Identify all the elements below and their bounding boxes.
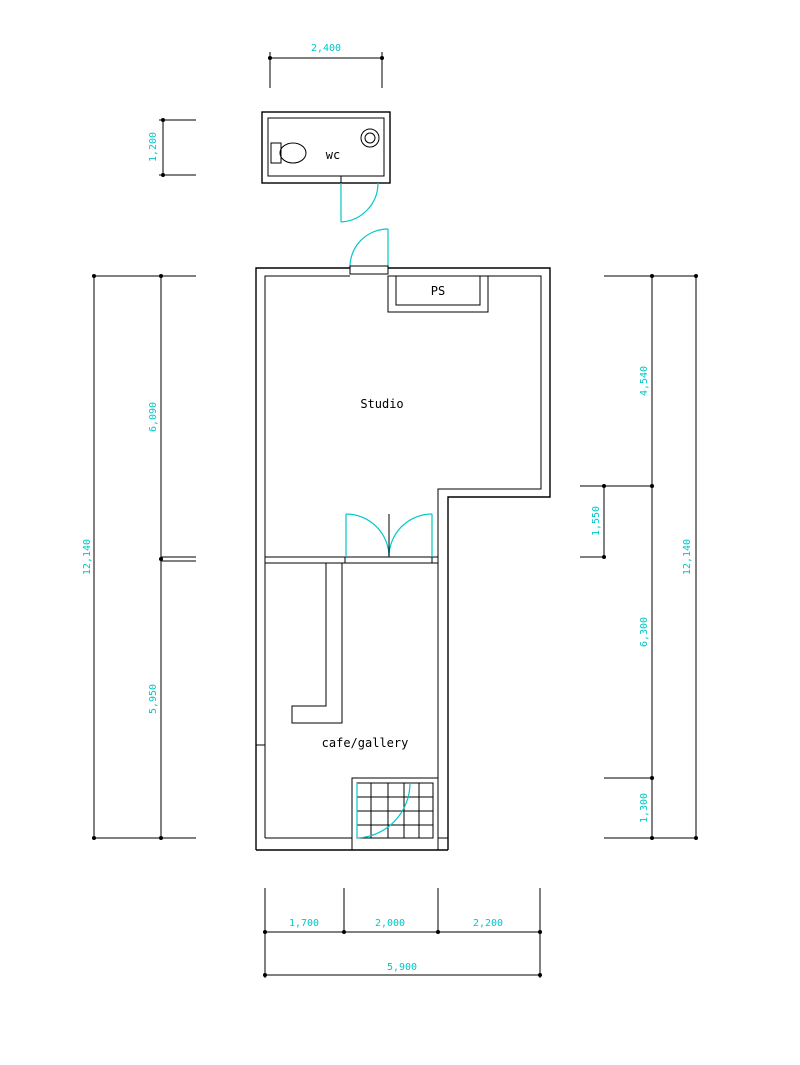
room-label-ps: PS — [431, 284, 445, 298]
dim-right: 12,140 4,540 1,550 6,300 1,300 — [580, 274, 698, 840]
dim-bottom-total-label: 5,900 — [387, 962, 417, 973]
entrance — [351, 777, 439, 851]
studio-entry-door — [349, 228, 389, 275]
dim-right-mid-label: 6,300 — [639, 617, 650, 647]
double-door — [345, 513, 433, 558]
dim-left-lower-label: 5,950 — [148, 684, 159, 714]
dim-bottom-c-label: 2,200 — [473, 918, 503, 929]
dim-right-step-label: 1,550 — [591, 506, 602, 536]
dim-bottom: 1,700 2,000 2,200 5,900 — [263, 888, 542, 978]
room-label-wc: wc — [326, 148, 340, 162]
room-label-cafe: cafe/gallery — [322, 736, 409, 750]
counter — [291, 563, 343, 724]
partition-wall — [264, 556, 439, 564]
toilet-fixture — [270, 142, 307, 164]
wc-door — [340, 182, 379, 223]
dim-wc-height: 1,200 — [148, 118, 196, 177]
building-walls — [255, 267, 551, 851]
sink-fixture — [360, 128, 380, 148]
dim-bottom-a-label: 1,700 — [289, 918, 319, 929]
dim-left-upper-label: 6,090 — [148, 402, 159, 432]
dim-wc-height-label: 1,200 — [148, 132, 159, 162]
dim-wc-width-label: 2,400 — [311, 43, 341, 54]
dim-right-bottom-label: 1,300 — [639, 793, 650, 823]
dim-wc-width: 2,400 — [268, 43, 384, 88]
ps-shaft — [387, 275, 489, 313]
room-label-studio: Studio — [360, 397, 403, 411]
wc-block — [261, 111, 391, 223]
dim-bottom-b-label: 2,000 — [375, 918, 405, 929]
dim-right-top-label: 4,540 — [639, 366, 650, 396]
dim-left: 12,140 6,090 5,950 — [82, 274, 196, 840]
dim-left-total-label: 12,140 — [82, 539, 93, 575]
dim-right-total-label: 12,140 — [682, 539, 693, 575]
